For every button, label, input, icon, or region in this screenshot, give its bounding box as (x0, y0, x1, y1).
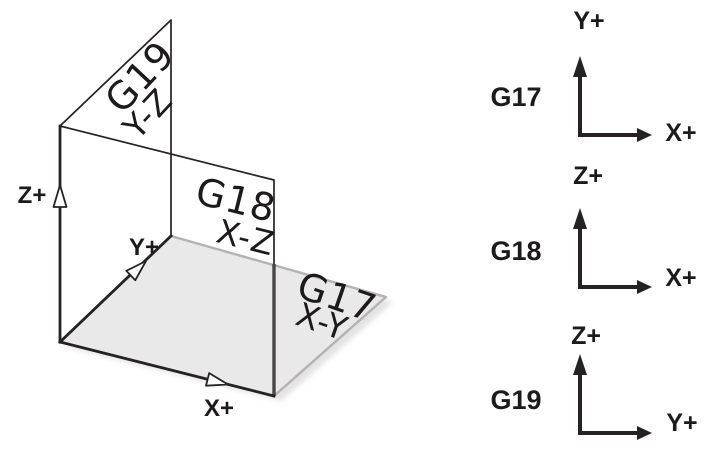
x-axis-arrowhead-icon (205, 372, 229, 387)
legend-row-g18: G18 Z+ X+ (490, 162, 697, 294)
legend-row-g19: G19 Z+ Y+ (490, 322, 698, 440)
legend-g18-code: G18 (490, 236, 541, 266)
iso-y-axis-label: Y+ (129, 234, 159, 261)
legend-g18-horizontal-label: X+ (665, 264, 696, 292)
legend-g19-vertical-label: Z+ (571, 322, 601, 350)
legend-g19-right-arrowhead-icon (637, 426, 652, 440)
iso-z-axis-label: Z+ (18, 182, 47, 209)
legend-g17-horizontal-label: X+ (665, 119, 696, 147)
x-axis (58, 340, 276, 398)
legend-g17-code: G17 (490, 82, 541, 112)
iso-x-axis-label: X+ (204, 395, 234, 422)
z-axis-arrowhead-icon (52, 184, 68, 208)
legend-g19-code: G19 (490, 385, 541, 415)
iso-view: Z+ Y+ X+ G19 Y-Z G18 X-Z G17 X-Y (18, 19, 393, 422)
y-axis-arrowhead-icon (125, 260, 147, 282)
legend-g18-up-arrowhead-icon (573, 208, 587, 229)
legend-g17-up-arrowhead-icon (573, 56, 587, 77)
legend-g19-horizontal-label: Y+ (666, 409, 697, 437)
legend-row-g17: G17 Y+ X+ (490, 7, 696, 147)
legend-g17-right-arrowhead-icon (637, 128, 652, 142)
legend-g18-right-arrowhead-icon (637, 280, 652, 294)
legend-g17-vertical-label: Y+ (573, 7, 604, 35)
y-axis (58, 234, 173, 344)
legend-g19-up-arrowhead-icon (573, 354, 587, 375)
legend-g18-vertical-label: Z+ (573, 162, 603, 190)
